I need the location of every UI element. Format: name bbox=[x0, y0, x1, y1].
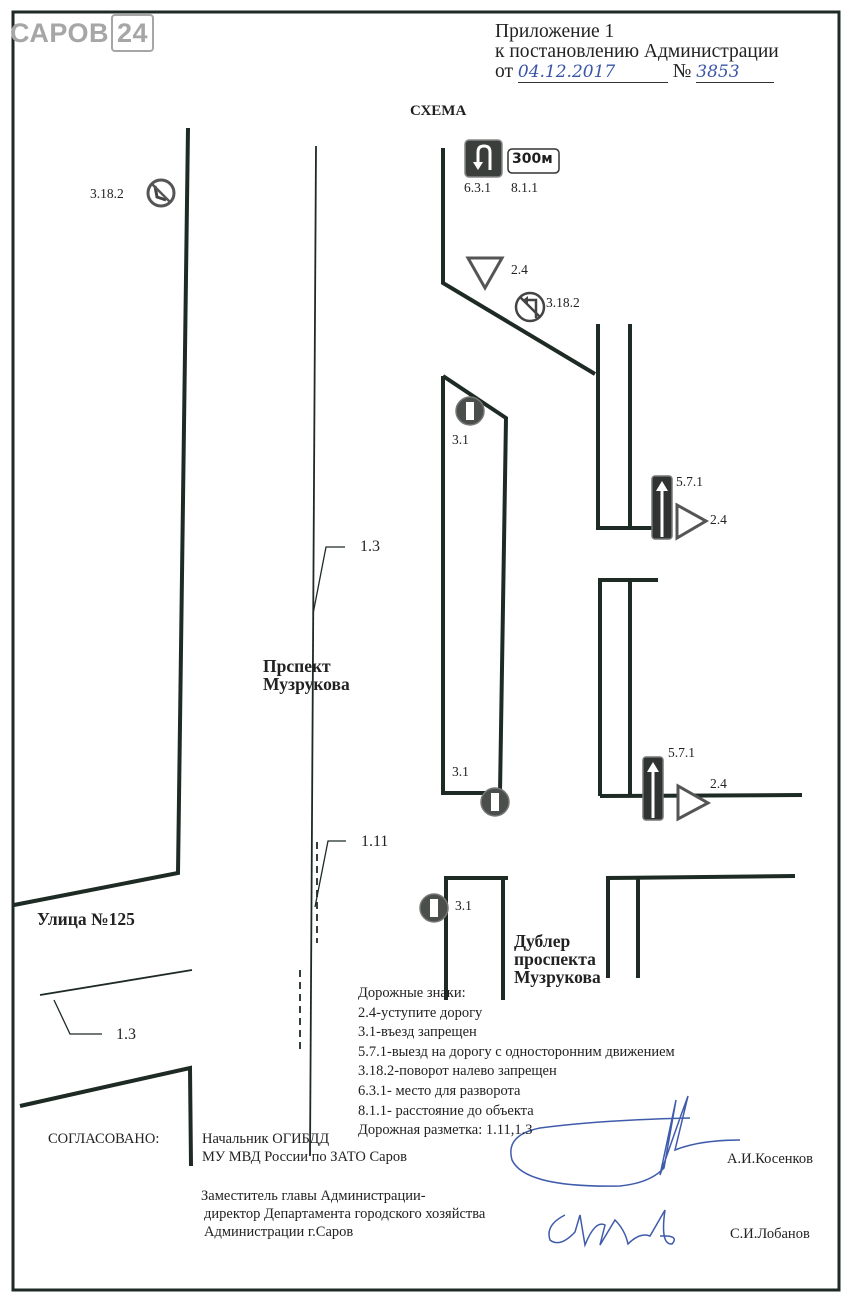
handwritten-date: 04.12.2017 bbox=[517, 62, 668, 83]
signer2-position: Заместитель главы Администрации- директо… bbox=[201, 1187, 485, 1241]
label-5.7.1-lower: 5.7.1 bbox=[668, 745, 695, 760]
sign-6.3.1-u-turn-icon bbox=[464, 139, 503, 178]
signer1-name: А.И.Косенков bbox=[727, 1151, 813, 1167]
date-number-line: от 04.12.2017 № 3853 bbox=[495, 62, 779, 83]
legend-item: 3.1-въезд запрещен bbox=[358, 1024, 477, 1041]
street-dubler-prospekta: Дублер проспекта Музрукова bbox=[514, 932, 601, 986]
sign-2.4-yield-icon-top bbox=[465, 256, 505, 292]
label-2.4-lower: 2.4 bbox=[710, 776, 727, 791]
legend-item: 6.3.1- место для разворота bbox=[358, 1082, 521, 1099]
street-dubler-line2: проспекта bbox=[514, 949, 596, 969]
handwritten-number: 3853 bbox=[696, 62, 775, 83]
label-6.3.1: 6.3.1 bbox=[464, 180, 491, 195]
prospekt-axis-line bbox=[309, 145, 317, 1157]
signer2-line3: Администрации г.Саров bbox=[204, 1224, 354, 1240]
signer1-position: Начальник ОГИБДД МУ МВД России по ЗАТО С… bbox=[202, 1130, 407, 1166]
marking-label-1.3-upper: 1.3 bbox=[360, 538, 380, 555]
sign-8.1.1-distance-plate bbox=[507, 148, 560, 174]
signature-kosenkov bbox=[510, 1095, 741, 1187]
legend-item: 2.4-уступите дорогу bbox=[358, 1004, 483, 1021]
watermark-brand-text: САРОВ bbox=[10, 18, 109, 48]
sign-3.1-no-entry-icon-middle bbox=[480, 787, 510, 817]
signer2-line1: Заместитель главы Администрации- bbox=[201, 1188, 426, 1204]
signer2-line2: директор Департамента городского хозяйст… bbox=[204, 1206, 486, 1222]
marking-1.11-leader bbox=[314, 840, 346, 908]
street-dubler-line3: Музрукова bbox=[514, 967, 601, 987]
label-3.1-bottom: 3.1 bbox=[455, 898, 472, 913]
label-3.1-middle: 3.1 bbox=[452, 764, 469, 779]
sign-2.4-yield-icon-upper bbox=[675, 502, 710, 541]
label-3.1-top: 3.1 bbox=[452, 432, 469, 447]
sign-5.7.1-one-way-exit-icon-lower bbox=[642, 756, 664, 821]
street-dubler-line1: Дублер bbox=[514, 931, 571, 951]
marking-1.3-upper-leader bbox=[312, 546, 345, 615]
sign-3.18.2-no-left-turn-icon-left bbox=[146, 178, 176, 208]
marking-label-1.11: 1.11 bbox=[361, 833, 389, 850]
legend-item: 3.18.2-поворот налево запрещен bbox=[358, 1063, 557, 1080]
signer1-line2: МУ МВД России по ЗАТО Саров bbox=[202, 1149, 407, 1165]
signer2-name: С.И.Лобанов bbox=[730, 1226, 810, 1242]
label-3.18.2-left: 3.18.2 bbox=[90, 186, 124, 201]
document-header: Приложение 1 к постановлению Администрац… bbox=[495, 22, 779, 83]
resolution-label: к постановлению Администрации bbox=[495, 41, 779, 62]
label-2.4-top: 2.4 bbox=[511, 262, 528, 277]
left-roads bbox=[13, 127, 193, 1167]
watermark-brand-number: 24 bbox=[110, 14, 155, 52]
approval-label: СОГЛАСОВАНО: bbox=[48, 1131, 160, 1147]
label-8.1.1: 8.1.1 bbox=[511, 180, 538, 195]
sign-5.7.1-one-way-exit-icon-upper bbox=[651, 475, 673, 540]
appendix-label: Приложение 1 bbox=[495, 21, 615, 42]
diagram-title: СХЕМА bbox=[410, 103, 467, 119]
street-prospekt-muzrukova: Прспект Музрукова bbox=[263, 657, 350, 693]
legend-item: 5.7.1-выезд на дорогу с односторонним дв… bbox=[358, 1043, 675, 1060]
number-prefix: № bbox=[672, 61, 692, 82]
page-border bbox=[11, 10, 841, 1292]
legend-item: 8.1.1- расстояние до объекта bbox=[358, 1102, 534, 1119]
sign-2.4-yield-icon-lower bbox=[676, 783, 712, 822]
distance-plate-text: 300м bbox=[512, 151, 553, 167]
road-signs-legend: Дорожные знаки: 2.4-уступите дорогу 3.1-… bbox=[358, 984, 675, 1141]
label-2.4-upper: 2.4 bbox=[710, 512, 727, 527]
sign-3.1-no-entry-icon-top bbox=[455, 396, 485, 426]
date-prefix: от bbox=[495, 61, 514, 82]
label-5.7.1-upper: 5.7.1 bbox=[676, 474, 703, 489]
marking-label-1.3-lower: 1.3 bbox=[116, 1026, 136, 1043]
street-125: Улица №125 bbox=[37, 909, 135, 929]
legend-title: Дорожные знаки: bbox=[358, 985, 466, 1001]
signer1-line1: Начальник ОГИБДД bbox=[202, 1131, 330, 1147]
street-prospekt-line2: Музрукова bbox=[263, 674, 350, 694]
marking-1.3-lower-leader bbox=[53, 999, 102, 1035]
legend-item: Дорожная разметка: 1.11,1.3 bbox=[358, 1122, 533, 1139]
sign-3.1-no-entry-icon-bottom bbox=[419, 893, 449, 923]
label-3.18.2-right: 3.18.2 bbox=[546, 295, 580, 310]
sign-3.18.2-no-left-turn-icon-right bbox=[514, 291, 546, 323]
street-prospekt-line1: Прспект bbox=[263, 656, 331, 676]
right-roads bbox=[441, 148, 803, 1000]
marking-1.3-left-line bbox=[39, 969, 193, 996]
signature-lobanov bbox=[548, 1209, 675, 1248]
